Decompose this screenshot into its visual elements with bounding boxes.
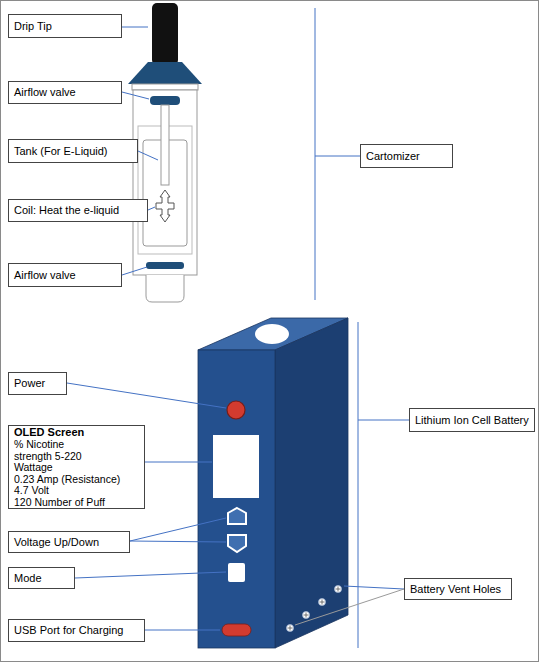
oled-screen xyxy=(213,435,259,498)
label-text: Airflow valve xyxy=(14,86,76,99)
leader-line xyxy=(122,92,149,99)
leader-line xyxy=(358,420,410,421)
label-box: Airflow valve xyxy=(8,81,122,104)
connector-base xyxy=(146,275,184,302)
label-text: Airflow valve xyxy=(14,269,76,282)
label-box: Tank (For E-Liquid) xyxy=(8,139,138,163)
label-text: Cartomizer xyxy=(366,150,420,163)
label-box: Voltage Up/Down xyxy=(8,531,130,553)
cap xyxy=(128,62,202,84)
leader-line xyxy=(130,518,226,541)
mode-button xyxy=(228,563,245,582)
label-box: Cartomizer xyxy=(360,144,453,168)
airflow-slot xyxy=(150,96,180,105)
label-text: USB Port for Charging xyxy=(14,624,123,637)
label-box: Mode xyxy=(8,567,75,589)
coil xyxy=(156,190,174,222)
label-text: Coil: Heat the e-liquid xyxy=(14,204,119,217)
drip-tip xyxy=(152,3,178,65)
leader-line xyxy=(145,462,212,463)
airflow-slot xyxy=(146,262,184,269)
label-box: OLED Screen% Nicotine strength 5-220Watt… xyxy=(8,425,145,509)
usb-port xyxy=(222,624,251,636)
vent-hole xyxy=(303,612,310,619)
leader-line xyxy=(138,151,158,160)
label-text: Drip Tip xyxy=(14,20,52,33)
label-text: Voltage Up/Down xyxy=(14,536,99,549)
label-text: Wattage xyxy=(14,462,53,474)
label-box: USB Port for Charging xyxy=(8,619,145,642)
vent-hole xyxy=(319,599,326,606)
label-box: Battery Vent Holes xyxy=(404,578,512,600)
vent-hole xyxy=(335,586,342,593)
center-tube xyxy=(161,105,169,185)
collar xyxy=(132,84,198,90)
vent-hole xyxy=(287,625,294,632)
power-button xyxy=(227,401,245,419)
label-text: 4.7 Volt xyxy=(14,485,49,497)
label-text: Tank (For E-Liquid) xyxy=(14,145,108,158)
label-text: Lithium Ion Cell Battery xyxy=(415,414,529,427)
leader-line xyxy=(315,156,360,157)
label-box: Power xyxy=(8,372,67,395)
leader-line xyxy=(295,589,404,625)
leader-line xyxy=(344,586,404,589)
label-text: Battery Vent Holes xyxy=(410,583,501,596)
battery-front xyxy=(198,350,275,648)
label-text: % Nicotine strength 5-220 xyxy=(14,439,92,462)
cartomizer-body xyxy=(133,90,197,275)
box-heading: OLED Screen xyxy=(14,426,84,439)
label-text: 120 Number of Puff xyxy=(14,497,105,509)
label-text: 0.23 Amp (Resistance) xyxy=(14,474,120,486)
battery-side xyxy=(275,318,348,648)
label-box: Lithium Ion Cell Battery xyxy=(409,408,535,432)
label-box: Coil: Heat the e-liquid xyxy=(8,199,148,222)
bracket-line xyxy=(358,322,359,648)
leader-line xyxy=(130,541,226,542)
label-text: Power xyxy=(14,377,45,390)
leader-line xyxy=(75,572,226,578)
bracket-line xyxy=(315,8,316,300)
down-button xyxy=(228,535,246,552)
leader-line xyxy=(122,27,148,28)
label-box: Airflow valve xyxy=(8,263,122,287)
leader-line xyxy=(145,630,220,631)
leader-line xyxy=(122,267,147,275)
up-button xyxy=(228,508,246,524)
leader-line xyxy=(148,207,155,210)
label-box: Drip Tip xyxy=(8,14,122,38)
label-text: Mode xyxy=(14,572,42,585)
leader-line xyxy=(67,383,226,408)
top-connector xyxy=(255,324,289,344)
